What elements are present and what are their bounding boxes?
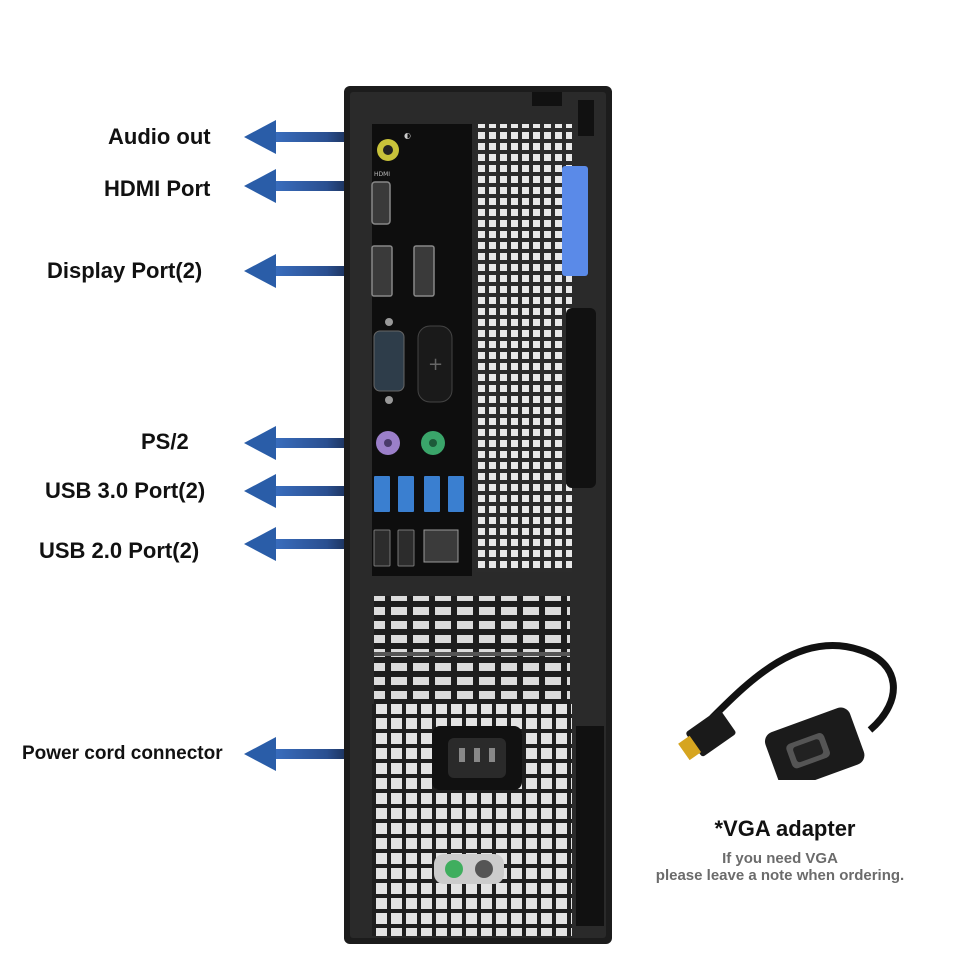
vga-adapter-image <box>678 641 897 780</box>
display-port-2 <box>413 245 435 297</box>
usb3-ports <box>374 476 464 512</box>
label-usb3: USB 3.0 Port(2) <box>45 478 206 503</box>
vga-adapter-title: *VGA adapter <box>714 816 856 841</box>
arrow-ps2 <box>244 426 350 460</box>
label-ps2: PS/2 <box>141 429 189 454</box>
blank-port-cover: + <box>417 325 453 403</box>
label-usb2: USB 2.0 Port(2) <box>39 538 200 563</box>
svg-text:+: + <box>428 354 443 375</box>
power-connector <box>432 726 522 790</box>
svg-text:HDMI: HDMI <box>374 171 390 178</box>
vga-adapter-note: If you need VGA please leave a note when… <box>610 850 950 884</box>
arrow-usb2 <box>244 527 350 561</box>
display-port-1 <box>371 245 393 297</box>
vent-grill <box>476 124 572 572</box>
blue-latch <box>562 166 588 276</box>
ps2-ports <box>376 431 445 455</box>
usb2-ports <box>373 529 415 567</box>
arrow-audio-out <box>244 120 350 154</box>
label-display-port: Display Port(2) <box>47 258 203 283</box>
vga-note-line-1: If you need VGA <box>722 850 838 867</box>
label-power-cord: Power cord connector <box>22 743 223 764</box>
arrow-power <box>244 737 350 771</box>
hdmi-port: HDMI <box>371 171 391 225</box>
psu-test-buttons <box>434 854 504 884</box>
serial-port <box>373 318 405 404</box>
arrow-display-port <box>244 254 350 288</box>
ethernet-port <box>423 529 459 563</box>
computer-back-panel: ◐ HDMI + <box>344 86 612 944</box>
vga-note-line-2: please leave a note when ordering. <box>655 867 905 884</box>
arrow-hdmi <box>244 169 350 203</box>
label-hdmi-port: HDMI Port <box>104 176 211 201</box>
label-audio-out: Audio out <box>108 124 211 149</box>
svg-text:◐: ◐ <box>404 131 411 140</box>
arrow-usb3 <box>244 474 350 508</box>
audio-jack <box>377 139 399 161</box>
side-handle <box>566 308 596 488</box>
